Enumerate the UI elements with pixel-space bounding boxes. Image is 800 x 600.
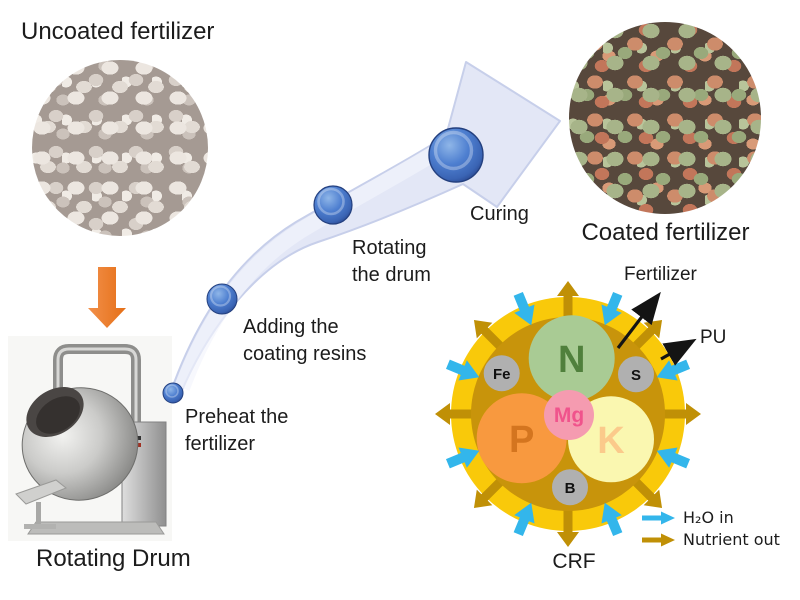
uncoated-fertilizer-photo <box>32 60 208 236</box>
drum-button <box>136 443 141 447</box>
pu-annotation-label: PU <box>700 327 727 348</box>
fertilizer-annotation-label: Fertilizer <box>624 264 697 285</box>
drum-handle-highlight <box>56 347 138 428</box>
step-curing-label: Curing <box>470 203 529 225</box>
legend-nutrient-out-label: Nutrient out <box>683 530 780 549</box>
nutrient-circle-S <box>618 356 654 393</box>
process-sphere-2 <box>206 283 238 315</box>
nutrient-symbol-N: N <box>558 339 585 381</box>
crf-label: CRF <box>552 550 596 573</box>
step-adding-resins-label: Adding the coating resins <box>243 316 367 365</box>
coated-fertilizer-label: Coated fertilizer <box>581 219 750 246</box>
drum-tray-stand <box>36 502 41 526</box>
coated-fertilizer-photo <box>569 22 761 214</box>
step-preheat-label: Preheat the fertilizer <box>185 406 289 455</box>
nutrient-symbol-K: K <box>597 420 625 462</box>
down-arrow <box>88 267 126 328</box>
h2o-in-legend-arrow-icon <box>642 511 675 524</box>
legend-row-nutrient-out: Nutrient out <box>642 530 780 549</box>
drum-opening-inner <box>36 396 80 434</box>
nutrient-symbol-B: B <box>565 480 576 497</box>
nutrient-symbol-S: S <box>631 367 641 384</box>
process-sphere-3 <box>313 185 353 225</box>
drum-tray-foot <box>24 524 56 529</box>
rotating-drum-photo <box>8 336 172 541</box>
step-rotating-drum-label: Rotating the drum <box>352 237 431 286</box>
nutrient-circle-Mg <box>544 390 594 440</box>
legend-h2o-in-label: H₂O in <box>683 508 734 527</box>
uncoated-fertilizer-title: Uncoated fertilizer <box>21 18 215 45</box>
drum-base <box>27 521 165 535</box>
rotating-drum-label: Rotating Drum <box>36 545 191 572</box>
drum-switch <box>136 436 141 440</box>
nutrient-symbol-Mg: Mg <box>554 404 584 427</box>
nutrient-circle-B <box>552 469 588 506</box>
legend-row-h2o-in: H₂O in <box>642 508 734 527</box>
nutrient-out-legend-arrow-icon <box>642 533 675 546</box>
process-sphere-4 <box>428 127 484 183</box>
drum-tray <box>15 479 67 505</box>
nutrient-symbol-Fe: Fe <box>493 366 511 383</box>
nutrient-symbol-P: P <box>509 419 534 461</box>
